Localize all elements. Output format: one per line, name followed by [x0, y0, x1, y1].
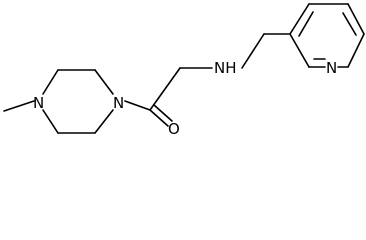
bond-methyl [3, 100, 35, 112]
bond-n-carbonyl [124, 100, 151, 111]
atom-n-pyridine: N [326, 59, 337, 77]
atom-o-carbonyl: O [168, 120, 180, 138]
bond-carbonyl-o-1 [149, 109, 169, 127]
bond-carbonyl-ch2 [149, 67, 181, 111]
atom-n-piperazine-right: N [113, 94, 124, 112]
bond-pip-n1-c2 [42, 69, 59, 95]
atom-nh-amine: NH [214, 59, 237, 77]
bond-pip-n4-c5 [94, 109, 114, 134]
bond-carbonyl-o-2 [153, 104, 173, 122]
bond-pyr-c4-c3 [289, 3, 310, 35]
bond-pip-c6-n1 [42, 109, 59, 134]
bond-pyr-c6-c5 [347, 33, 365, 68]
bond-pyr-c5-c4 [347, 3, 365, 35]
bond-nh-ch2 [241, 33, 265, 69]
bond-pip-c3-n4 [94, 69, 114, 95]
bond-pyr-inner-2 [342, 12, 357, 36]
atom-n-piperazine-left: N [33, 94, 44, 112]
chemical-structure-diagram: N N O NH N [3, 3, 365, 138]
bond-pyr-c3-c2 [289, 33, 310, 68]
bond-pyr-inner-1 [298, 11, 314, 37]
